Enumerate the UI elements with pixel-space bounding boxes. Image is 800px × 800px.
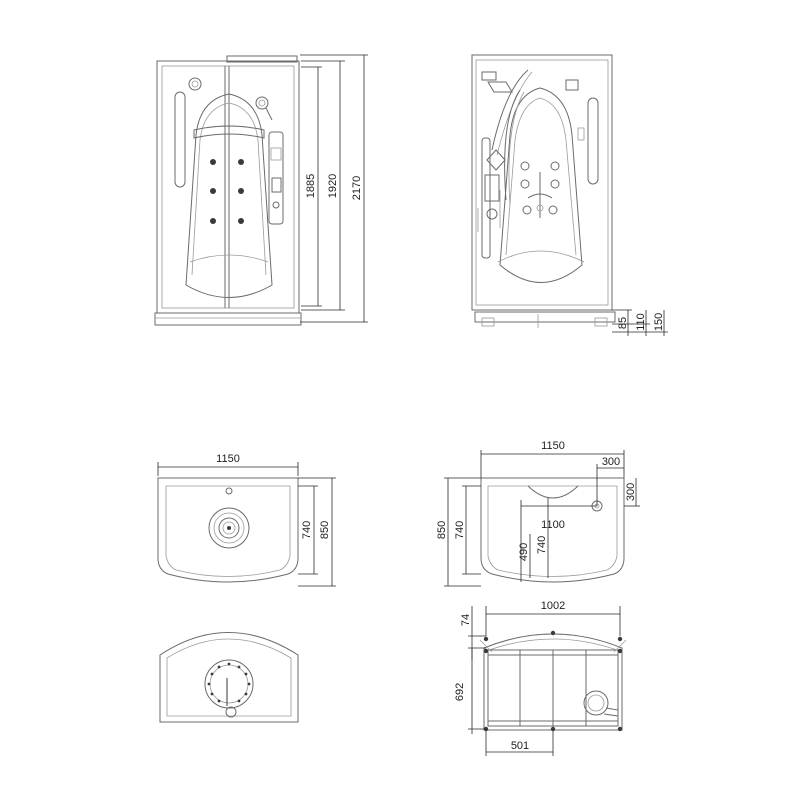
front-elevation-view: 1885 1920 2170 [154, 54, 368, 326]
frame-width-1002-label: 1002 [541, 600, 565, 612]
tray-dim-300-horizontal-label: 300 [602, 456, 620, 468]
front-height-2170-label: 2170 [351, 176, 363, 200]
tray-dim-490-label: 490 [518, 543, 530, 561]
side-dim-110-label: 110 [635, 313, 647, 331]
side-dim-150-label: 150 [653, 313, 665, 331]
side-elevation-view: 85 110 150 [471, 54, 668, 336]
frame-dim-74-label: 74 [460, 614, 472, 626]
tray-dim-740-inner-label: 740 [536, 536, 548, 554]
front-height-1920-label: 1920 [327, 174, 339, 198]
top-depth-850-label: 850 [319, 521, 331, 539]
tray-depth-740-label: 740 [454, 521, 466, 539]
tray-plan-view: 1150 300 300 1100 490 740 850 740 [436, 440, 640, 587]
frame-dim-501-label: 501 [511, 740, 529, 752]
frame-dim-692-label: 692 [454, 683, 466, 701]
top-plan-view: 1150 740 850 [157, 453, 336, 587]
frame-plan-view: 1002 74 692 501 [454, 600, 627, 756]
tray-width-1150-label: 1150 [541, 440, 565, 452]
tray-depth-850-label: 850 [436, 521, 448, 539]
top-width-1150-label: 1150 [216, 453, 240, 465]
top-depth-740-label: 740 [301, 521, 313, 539]
front-height-1885-label: 1885 [305, 174, 317, 198]
side-dim-85-label: 85 [617, 317, 629, 329]
base-plan-view [159, 632, 299, 723]
tray-dim-300-vertical-label: 300 [625, 483, 637, 501]
tray-dim-1100-label: 1100 [541, 519, 565, 531]
